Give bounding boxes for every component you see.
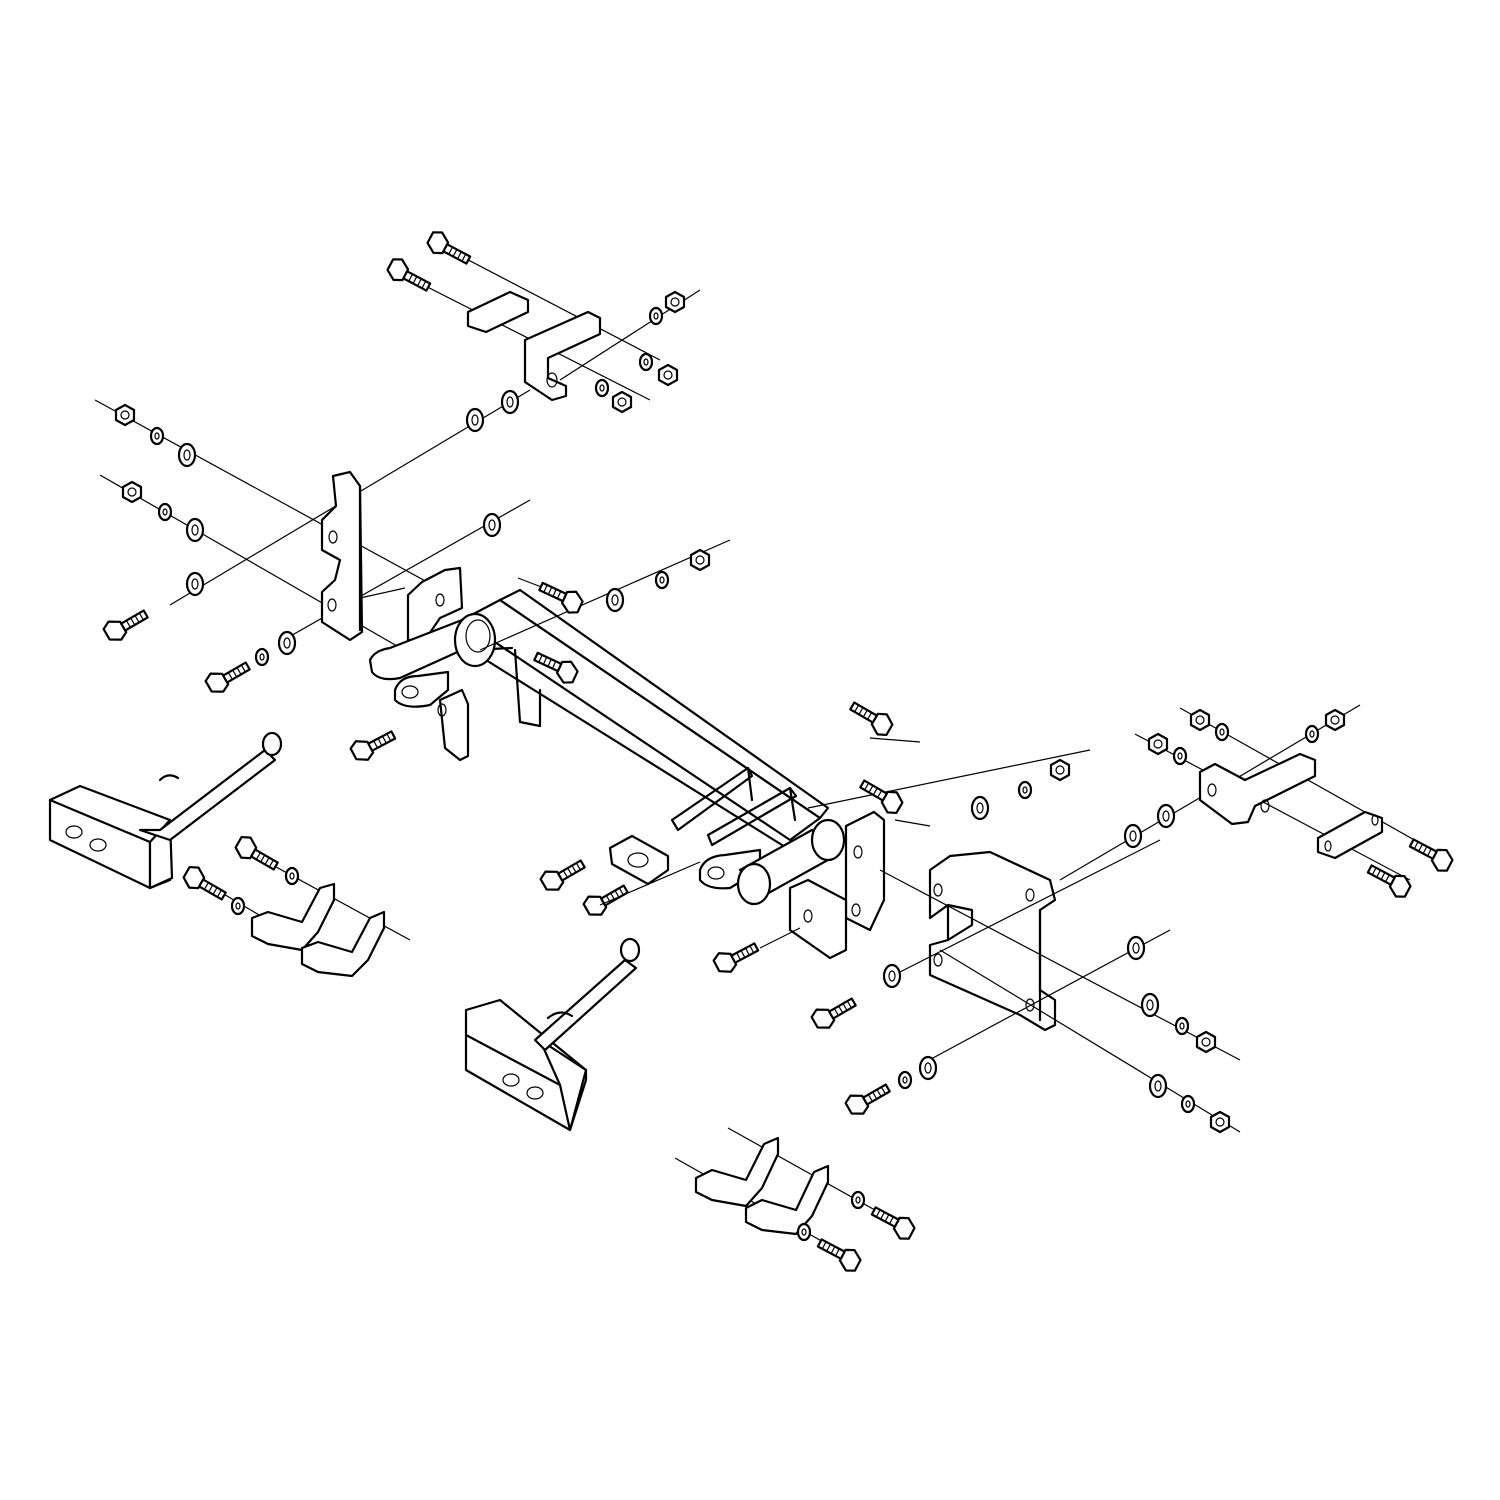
top-bracket-assembly — [383, 227, 701, 414]
main-cross-bar — [368, 566, 830, 852]
bolt-icon — [202, 654, 254, 698]
bolt-icon — [710, 935, 763, 978]
lock-washer-icon — [1304, 724, 1320, 744]
nut-icon — [1049, 758, 1071, 782]
nut-icon — [114, 403, 136, 427]
washer-icon — [277, 630, 297, 656]
axis-line — [389, 267, 651, 401]
lock-washer-icon — [157, 502, 173, 522]
nut-icon — [1324, 708, 1346, 732]
axis-line — [894, 819, 931, 827]
bolt-icon — [1405, 833, 1457, 876]
nut-icon — [664, 290, 686, 314]
washer-icon — [882, 963, 902, 989]
center-pin-receiver — [464, 937, 641, 1132]
left-saddle-clamps — [179, 832, 411, 978]
right-frame-bracket — [879, 839, 1241, 1133]
washer-icon — [465, 407, 485, 433]
washer-icon — [185, 517, 205, 543]
nut-icon — [1209, 1110, 1231, 1134]
lock-washer-icon — [638, 352, 654, 372]
bolt-icon — [808, 990, 860, 1034]
nut-icon — [689, 548, 711, 572]
washer-icon — [185, 571, 205, 597]
washer-icon — [1148, 1073, 1168, 1099]
lock-washer-icon — [1180, 1094, 1196, 1114]
lock-washer-icon — [149, 426, 165, 446]
washer-icon — [482, 512, 502, 538]
clamp-plate — [466, 290, 530, 334]
nut-icon — [1195, 1030, 1217, 1054]
center-hardware — [347, 539, 798, 921]
clamp-plate — [1316, 810, 1384, 860]
nut-icon — [121, 480, 143, 504]
lock-washer-icon — [254, 647, 270, 667]
washer-icon — [1126, 935, 1146, 961]
bolt-icon — [842, 1076, 894, 1120]
washer-icon — [1123, 823, 1143, 849]
lock-washer-icon — [648, 306, 664, 326]
bolt-icon — [347, 723, 400, 766]
bolt-icon — [423, 227, 475, 270]
bolt-icon — [813, 1233, 865, 1276]
nut-icon — [657, 363, 679, 387]
axis-line — [869, 737, 921, 743]
bolt-icon — [1363, 859, 1415, 902]
left-frame-bracket — [320, 470, 406, 642]
bolt-icon — [383, 254, 435, 297]
axis-line — [759, 927, 801, 949]
lock-washer-icon — [284, 866, 300, 886]
mounting-plate — [608, 834, 670, 886]
washer-icon — [1156, 803, 1176, 829]
axis-line — [599, 861, 701, 906]
left-pin-receiver — [48, 731, 283, 890]
nut-icon — [1147, 732, 1169, 756]
bolt-icon — [179, 862, 231, 906]
lock-washer-icon — [897, 1070, 913, 1090]
axis-line — [99, 474, 431, 666]
axis-line — [899, 839, 1161, 973]
lock-washer-icon — [796, 1222, 812, 1242]
nut-icon — [1189, 708, 1211, 732]
angle-bracket — [1198, 752, 1317, 826]
washer-icon — [500, 389, 520, 415]
lock-washer-icon — [594, 378, 610, 398]
lock-washer-icon — [1214, 722, 1230, 742]
bolt-icon — [100, 602, 152, 646]
lock-washer-icon — [654, 570, 670, 590]
axis-line — [807, 749, 1091, 809]
lock-washer-icon — [230, 896, 246, 916]
lock-washer-icon — [1172, 746, 1188, 766]
nut-icon — [611, 390, 633, 414]
bolt-icon — [537, 852, 589, 896]
axis-line — [94, 399, 461, 601]
washer-icon — [918, 1055, 938, 1081]
axis-line — [479, 539, 731, 651]
washer-icon — [177, 442, 197, 468]
washer-icon — [605, 587, 625, 613]
lock-washer-icon — [1174, 1016, 1190, 1036]
bolt-icon — [580, 877, 632, 921]
bolt-icon — [855, 774, 907, 818]
bolt-icon — [867, 1201, 919, 1244]
lock-washer-icon — [1017, 780, 1033, 800]
bolt-icon — [231, 832, 283, 876]
lock-washer-icon — [850, 1190, 866, 1210]
washer-icon — [1140, 992, 1160, 1018]
angle-bracket — [523, 310, 602, 402]
right-saddle-clamps — [674, 1127, 919, 1276]
washer-icon — [970, 795, 990, 821]
right-bracket-assembly — [1059, 704, 1457, 902]
right-cross-bar-end — [698, 696, 1091, 978]
bolt-icon — [845, 696, 897, 740]
